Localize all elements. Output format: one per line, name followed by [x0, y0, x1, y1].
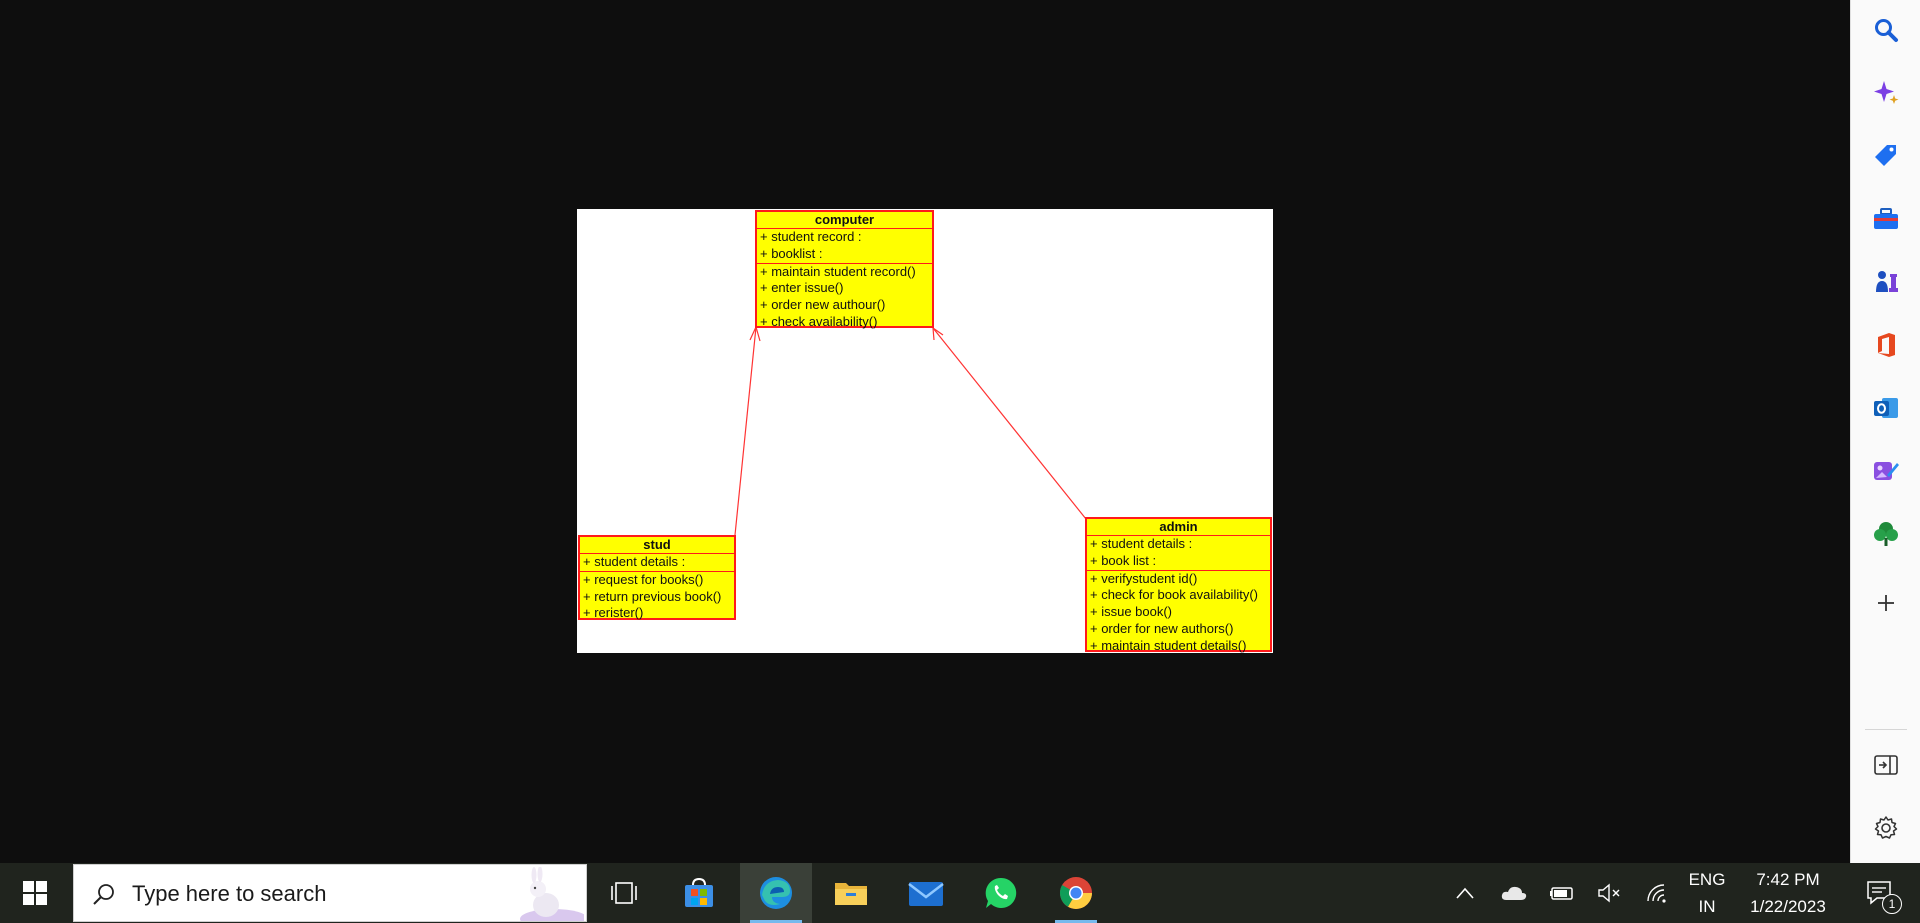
edge-sidebar: [1850, 0, 1920, 863]
taskbar-search-box[interactable]: Type here to search: [73, 864, 587, 922]
operation: + request for books(): [583, 571, 704, 587]
class-stud: stud + student details : + request for b…: [578, 535, 736, 620]
chevron-up-icon[interactable]: [1450, 863, 1480, 923]
language-indicator-line1[interactable]: ENG: [1688, 870, 1726, 889]
notification-icon: [1867, 881, 1891, 905]
tools-briefcase-icon[interactable]: [1866, 199, 1906, 239]
running-indicator: [1055, 920, 1097, 923]
attribute: + booklist :: [760, 245, 823, 261]
arrowhead-computer-right: [932, 326, 944, 341]
copilot-sparkle-icon[interactable]: [1866, 73, 1906, 113]
class-operations: + verifystudent id() + check for book av…: [1087, 571, 1270, 653]
microsoft-store-icon[interactable]: [668, 863, 730, 923]
shopping-tag-icon[interactable]: [1866, 136, 1906, 176]
class-attributes: + student details :: [580, 554, 734, 572]
battery-icon[interactable]: [1546, 863, 1578, 923]
mail-icon[interactable]: [895, 863, 957, 923]
onedrive-cloud-icon[interactable]: [1498, 863, 1530, 923]
clock-time[interactable]: 7:42 PM: [1756, 870, 1820, 889]
class-computer: computer + student record : + booklist :…: [755, 210, 934, 331]
tree-icon[interactable]: [1866, 514, 1906, 554]
operation: + rerister(): [583, 605, 644, 621]
class-attributes: + student details : + book list :: [1087, 536, 1270, 571]
operation: + issue book(): [1090, 604, 1173, 620]
edge-icon[interactable]: [740, 863, 812, 923]
attribute: + student record :: [760, 229, 862, 244]
class-operations: + request for books() + return previous …: [580, 572, 734, 622]
task-view-icon[interactable]: [593, 863, 655, 923]
add-icon[interactable]: [1866, 583, 1906, 623]
office-icon[interactable]: [1866, 325, 1906, 365]
search-placeholder: Type here to search: [132, 881, 327, 906]
operation: + maintain student record(): [760, 263, 916, 279]
sidebar-divider: [1865, 729, 1907, 730]
bunny-illustration: [520, 867, 584, 921]
operation: + verifystudent id(): [1090, 570, 1198, 586]
hide-sidebar-icon[interactable]: [1866, 745, 1906, 785]
start-button[interactable]: [0, 863, 70, 923]
file-explorer-icon[interactable]: [820, 863, 882, 923]
games-icon[interactable]: [1866, 262, 1906, 302]
operation: + order new authour(): [760, 297, 886, 313]
class-name: admin: [1087, 519, 1270, 536]
uml-class-diagram: computer + student record : + booklist :…: [577, 209, 1273, 653]
class-attributes: + student record : + booklist :: [757, 229, 932, 264]
operation: + maintain student details(): [1090, 637, 1247, 653]
chrome-icon[interactable]: [1045, 863, 1107, 923]
attribute: + student details :: [1090, 536, 1193, 551]
operation: + return previous book(): [583, 588, 722, 604]
operation: + check for book availability(): [1090, 587, 1258, 603]
designer-icon[interactable]: [1866, 451, 1906, 491]
notification-count: 1: [1888, 897, 1896, 911]
arrow-stud-to-computer: [734, 326, 757, 536]
attribute: + book list :: [1090, 552, 1157, 568]
attribute: + student details :: [583, 554, 686, 569]
whatsapp-icon[interactable]: [970, 863, 1032, 923]
operation: + check availability(): [760, 313, 878, 329]
operation: + order for new authors(): [1090, 620, 1234, 636]
settings-icon[interactable]: [1866, 808, 1906, 848]
search-icon: [93, 884, 114, 905]
search-icon[interactable]: [1866, 10, 1906, 50]
class-operations: + maintain student record() + enter issu…: [757, 264, 932, 331]
class-admin: admin + student details : + book list : …: [1085, 517, 1272, 653]
volume-muted-icon[interactable]: [1594, 863, 1626, 923]
outlook-icon[interactable]: [1866, 388, 1906, 428]
wifi-icon[interactable]: [1642, 863, 1674, 923]
clock-date[interactable]: 1/22/2023: [1750, 897, 1826, 916]
diagram-arrows: [734, 325, 1087, 536]
windows-logo-icon: [23, 881, 47, 905]
operation: + enter issue(): [760, 280, 844, 296]
arrow-admin-to-computer: [932, 327, 1087, 520]
windows-taskbar: Type here to search: [0, 863, 1920, 923]
image-viewer-area: computer + student record : + booklist :…: [577, 209, 1273, 653]
language-indicator-line2[interactable]: IN: [1698, 897, 1716, 916]
notifications-button[interactable]: 1: [1856, 863, 1904, 923]
notification-count-badge: 1: [1882, 894, 1902, 914]
active-indicator: [750, 920, 802, 923]
class-name: stud: [580, 537, 734, 554]
class-name: computer: [757, 212, 932, 229]
